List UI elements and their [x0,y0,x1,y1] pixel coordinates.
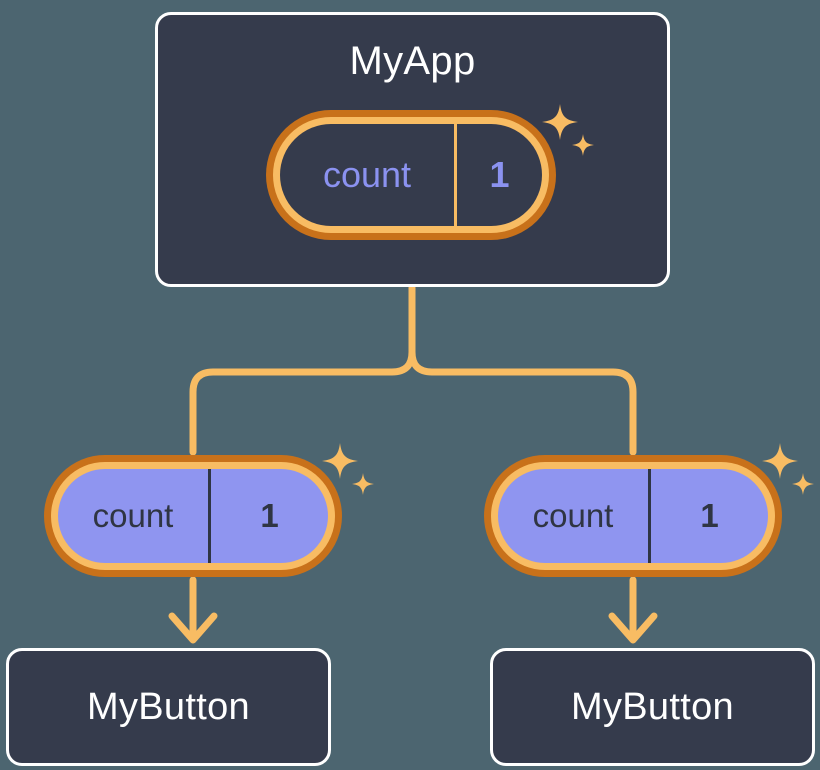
state-pill-child-left[interactable]: count 1 [44,455,342,577]
state-pill-core: count 1 [58,469,328,563]
component-title-myapp: MyApp [349,39,476,83]
state-pill-ring-inner: count 1 [491,462,775,570]
component-title-mybutton: MyButton [87,686,250,728]
state-value-label: 1 [454,124,542,226]
sparkle-icon [762,443,798,479]
arrow-down-icon-right [608,576,658,644]
state-pill-myapp[interactable]: count 1 [266,110,556,240]
state-key-label: count [532,497,614,534]
state-key-label: count [92,497,174,534]
state-pill-ring-inner: count 1 [51,462,335,570]
component-title-mybutton: MyButton [571,686,734,728]
arrow-down-icon-left [168,576,218,644]
sparkle-small-icon [352,473,374,495]
state-pill-core: count 1 [280,124,542,226]
edge-root-to-child-right [408,284,637,456]
state-pill-child-right[interactable]: count 1 [484,455,782,577]
state-value-label: 1 [208,469,328,563]
sparkle-small-icon [792,473,814,495]
state-pill-core: count 1 [498,469,768,563]
state-key-label: count [322,154,412,195]
component-node-mybutton-left[interactable]: MyButton [6,648,331,766]
state-pill-ring-inner: count 1 [273,117,549,233]
sparkle-icon [322,443,358,479]
edge-root-to-children [189,284,416,456]
state-value-label: 1 [648,469,768,563]
component-node-mybutton-right[interactable]: MyButton [490,648,815,766]
